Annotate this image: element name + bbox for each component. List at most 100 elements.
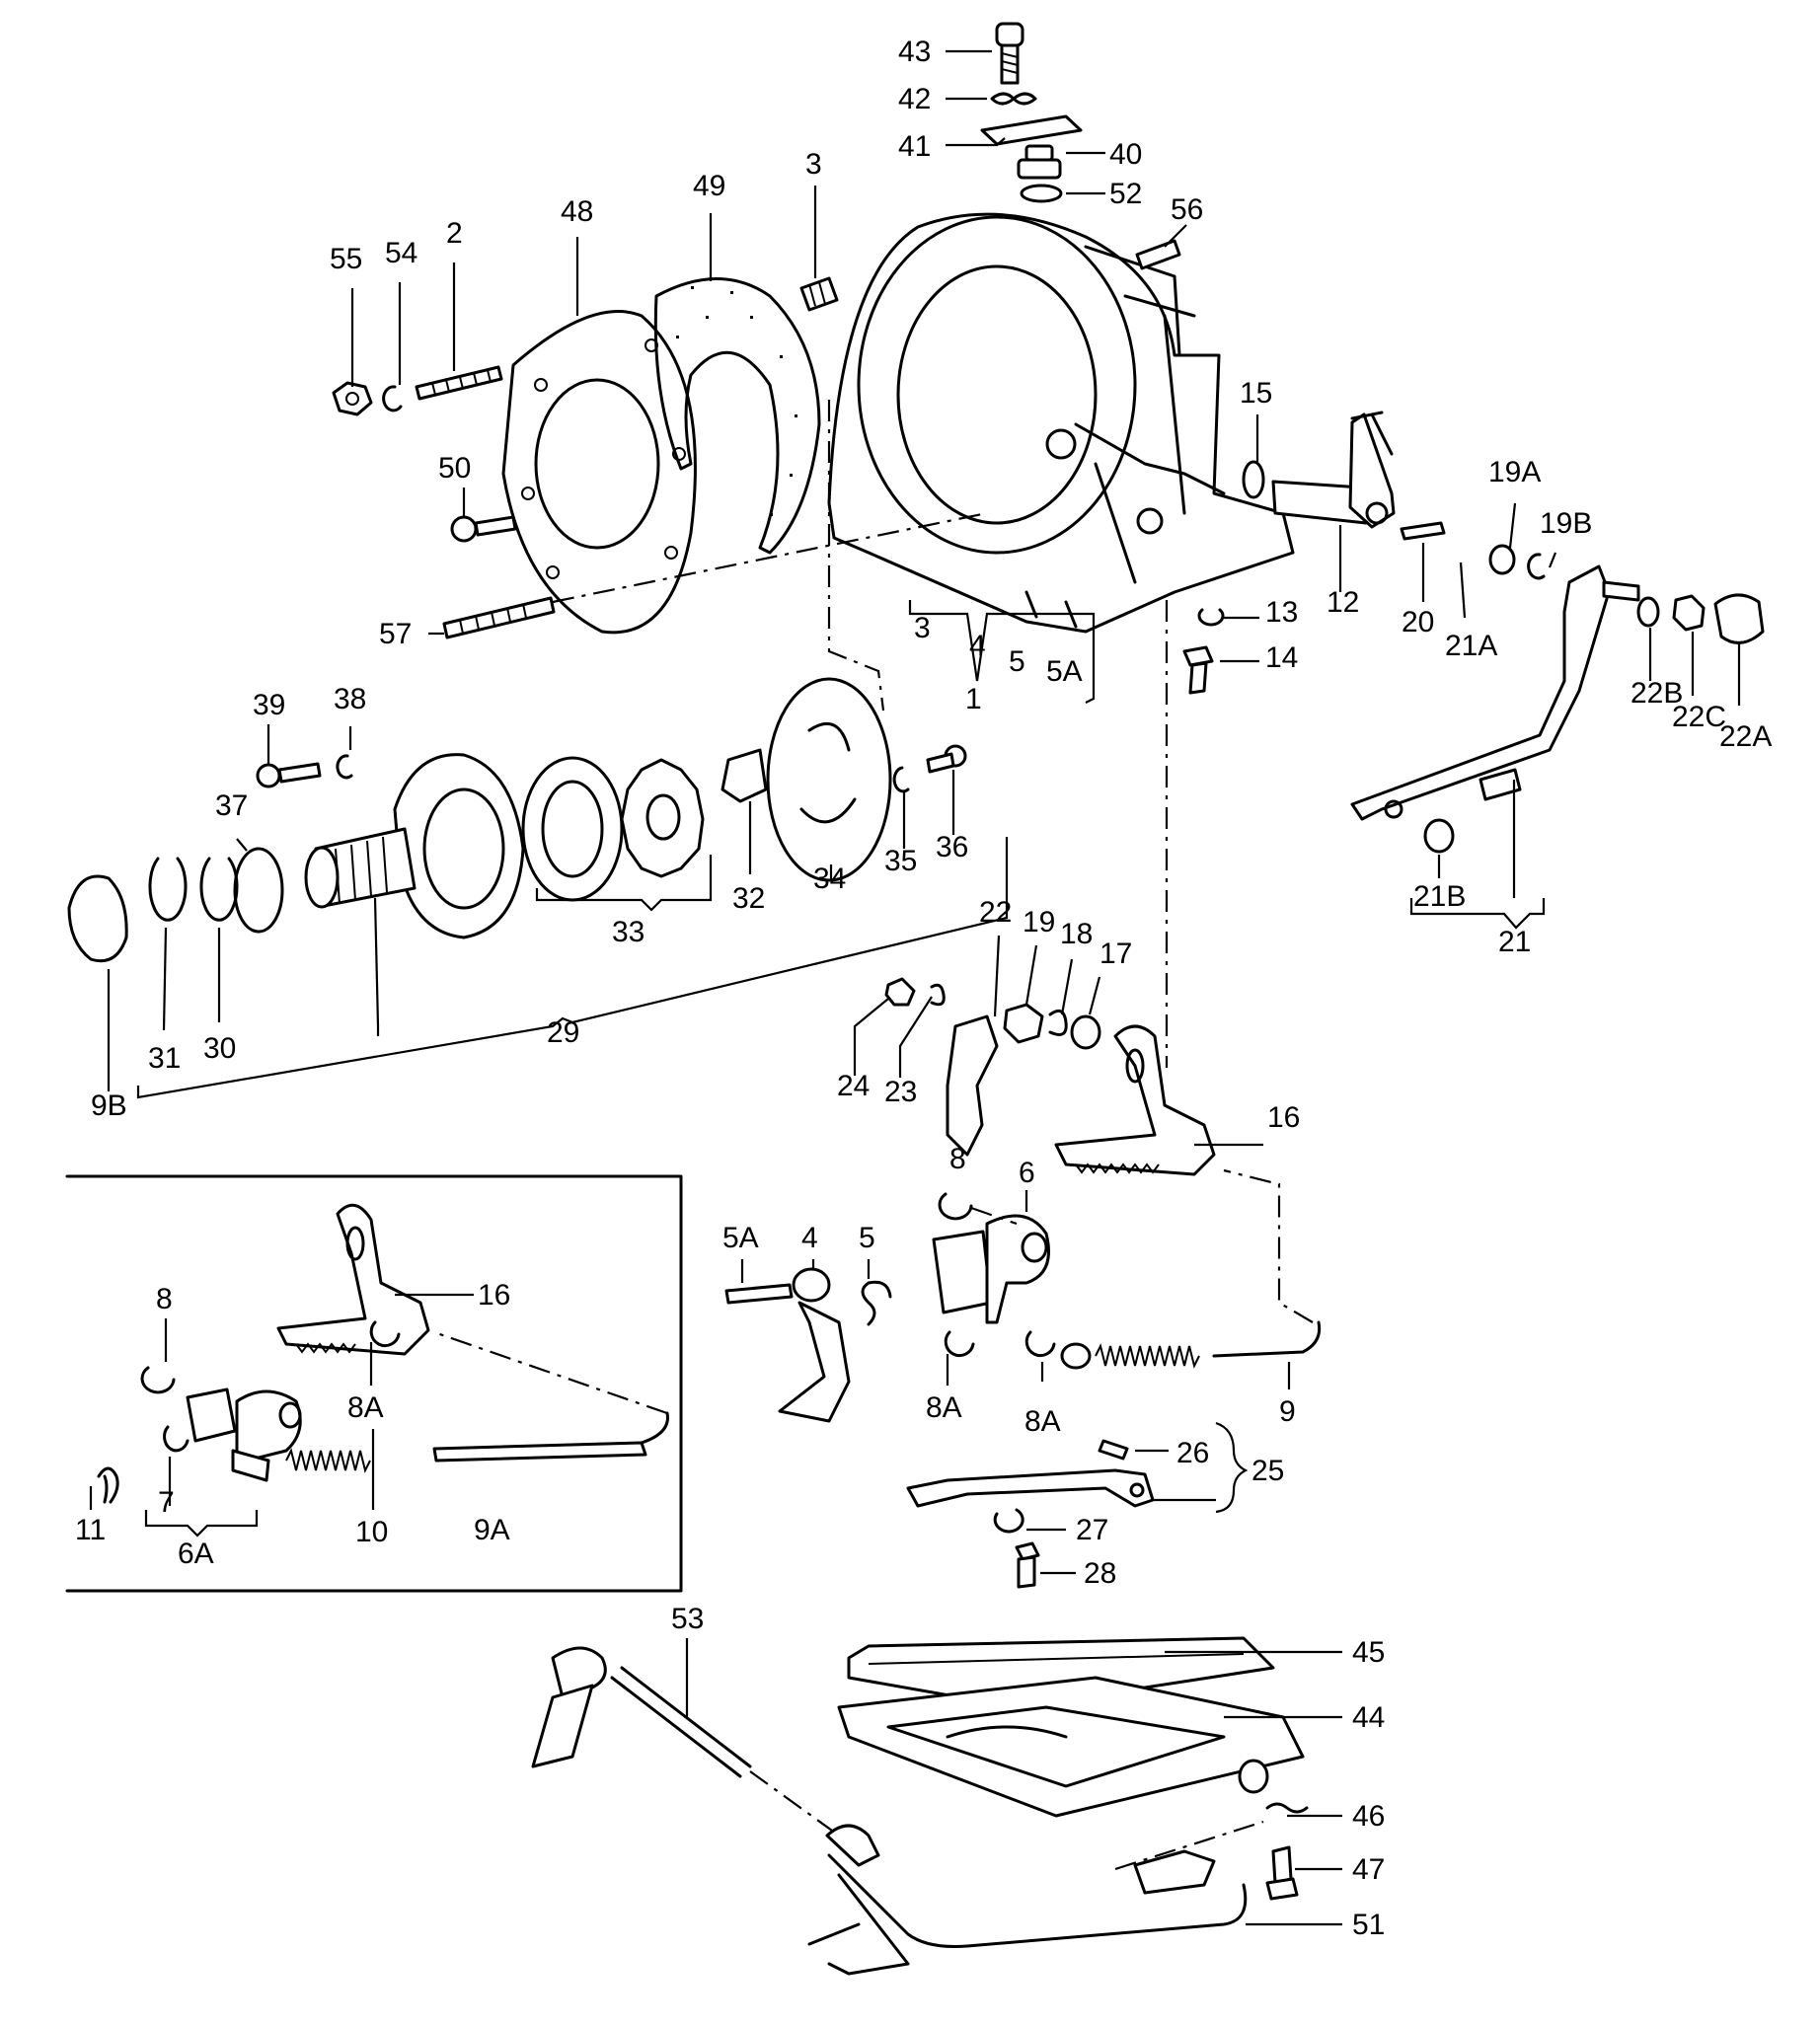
part-44-oil-pan (837, 1676, 1305, 1818)
label-14: 14 (1265, 641, 1298, 674)
part-31-snapring (148, 857, 188, 922)
label-19B: 19B (1540, 507, 1592, 540)
part-7-clip (163, 1425, 190, 1453)
part-39-bolt (256, 762, 322, 788)
label-36: 36 (936, 831, 968, 863)
part-48-gasket (501, 310, 697, 635)
part-18-lockwasher (1048, 1009, 1068, 1036)
part-20-pin (1400, 521, 1446, 541)
label-54: 54 (385, 237, 417, 269)
part-19B-clip (1527, 553, 1546, 580)
part-37-ring (233, 847, 284, 934)
part-9-spring-rod (1060, 1320, 1322, 1370)
part-49-seal (653, 277, 821, 555)
label-52: 52 (1109, 178, 1142, 210)
label-8A-b: 8A (1024, 1405, 1061, 1438)
label-53: 53 (671, 1603, 704, 1635)
part-33-gear-set (521, 756, 705, 902)
label-40: 40 (1109, 138, 1142, 171)
part-57-stud (442, 596, 556, 639)
part-22B-washer (1636, 596, 1660, 628)
label-57: 57 (379, 618, 412, 650)
label-31: 31 (148, 1042, 181, 1075)
route-9A-rod (433, 1330, 668, 1415)
label-6: 6 (1019, 1157, 1035, 1189)
part-11-cotter-pin (97, 1466, 119, 1504)
part-30-snapring (199, 857, 239, 922)
part-22-detent-plate (946, 1014, 999, 1157)
part-6A-inset-assembly (186, 1388, 302, 1482)
label-15: 15 (1240, 377, 1272, 410)
part-21B-bushing (1423, 818, 1455, 854)
label-27: 27 (1076, 1514, 1108, 1546)
part-42-washer (990, 92, 1037, 106)
label-38: 38 (334, 683, 366, 715)
label-2: 2 (446, 217, 463, 250)
label-39: 39 (253, 689, 285, 721)
callout-labels: 43 42 41 40 52 3 49 48 56 55 54 2 15 19A… (75, 36, 1772, 1941)
part-43-bolt (995, 22, 1024, 85)
part-17-washer (1070, 1014, 1101, 1050)
part-19A-washer (1488, 544, 1516, 575)
part-9A-rod (432, 1411, 669, 1463)
label-46: 46 (1352, 1800, 1385, 1833)
bracket-group-29 (136, 837, 1009, 1099)
label-50: 50 (438, 452, 471, 485)
label-25: 25 (1251, 1455, 1284, 1487)
part-53-dipstick (531, 1646, 840, 1837)
leader-lines (89, 49, 1741, 1926)
bracket-group-33 (535, 855, 713, 912)
part-46-washer (1265, 1802, 1309, 1814)
part-41-plate (980, 114, 1083, 146)
alignment-line-detent (970, 1206, 1018, 1226)
label-8-inset: 8 (156, 1283, 173, 1315)
part-55-nut (332, 381, 373, 416)
label-18: 18 (1060, 918, 1093, 950)
label-11: 11 (75, 1514, 106, 1546)
part-3-stud (799, 276, 839, 312)
label-35: 35 (884, 845, 917, 877)
label-56: 56 (1171, 193, 1203, 226)
route-51-tube (1114, 1820, 1264, 1871)
label-9A: 9A (474, 1514, 510, 1546)
part-29-pump-housing (304, 753, 525, 939)
part-9B-cap (67, 874, 128, 963)
part-19-nut (1003, 1003, 1044, 1044)
label-4-group: 4 (969, 630, 986, 662)
label-29: 29 (547, 1016, 579, 1049)
label-5A: 5A (722, 1222, 759, 1254)
label-5A-group: 5A (1046, 655, 1083, 688)
part-47-bolt (1265, 1845, 1299, 1901)
label-32: 32 (732, 882, 765, 915)
label-22A: 22A (1719, 720, 1772, 753)
part-5A-pin (724, 1283, 794, 1305)
label-4: 4 (801, 1222, 818, 1254)
label-33: 33 (612, 916, 645, 948)
part-8A-inset-clip (369, 1320, 401, 1348)
part-23-spring-washer (930, 983, 946, 1007)
part-1-housing (827, 212, 1295, 634)
label-22C: 22C (1672, 701, 1726, 733)
part-16-selector-lever (1054, 1024, 1216, 1176)
label-26: 26 (1176, 1437, 1209, 1469)
label-44: 44 (1352, 1701, 1385, 1734)
part-40-plug (1017, 144, 1062, 180)
bracket-group-6A (144, 1510, 259, 1538)
label-19A: 19A (1488, 456, 1541, 488)
label-3: 3 (805, 148, 822, 181)
label-8A-a: 8A (926, 1391, 962, 1424)
alignment-line-gasket (552, 511, 988, 604)
label-5-group: 5 (1009, 645, 1025, 678)
part-52-oring (1020, 184, 1063, 203)
label-16-inset: 16 (478, 1279, 510, 1312)
label-9: 9 (1279, 1395, 1296, 1428)
part-45-pan-gasket (847, 1636, 1275, 1709)
label-13: 13 (1265, 596, 1298, 629)
label-47: 47 (1352, 1853, 1385, 1886)
label-19: 19 (1023, 906, 1055, 938)
part-56-stud (1135, 239, 1181, 270)
label-22: 22 (979, 896, 1012, 929)
label-21B: 21B (1413, 880, 1466, 913)
part-6-lever-assembly (932, 1214, 1050, 1324)
